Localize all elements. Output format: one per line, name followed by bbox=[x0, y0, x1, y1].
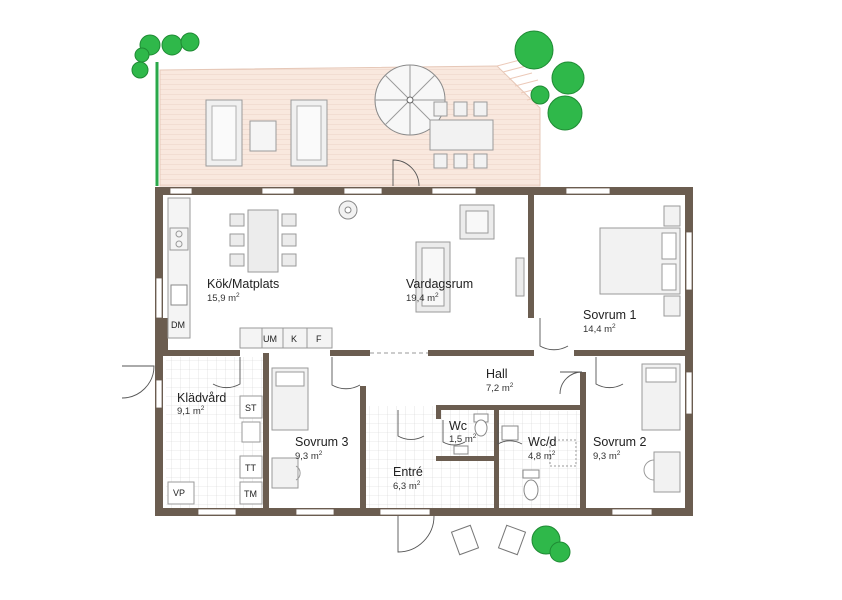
room-area: 9,3 m2 bbox=[593, 450, 621, 462]
terrace-door bbox=[392, 159, 420, 187]
living-furniture bbox=[415, 204, 525, 313]
room-name: Klädvård bbox=[177, 391, 226, 405]
room-sovrum1: Sovrum 1 14,4 m2 bbox=[583, 308, 637, 335]
outdoor-dining-set bbox=[429, 101, 494, 169]
room-area: 4,8 m2 bbox=[528, 450, 556, 462]
entrance-chairs bbox=[450, 524, 527, 556]
doors bbox=[121, 159, 624, 553]
toilet-icon bbox=[522, 469, 540, 501]
room-hall: Hall 7,2 m2 bbox=[486, 367, 514, 394]
fixture-dm-label: DM bbox=[171, 320, 185, 330]
room-name: Entré bbox=[393, 465, 423, 479]
exterior-door-kladvard bbox=[121, 365, 155, 399]
single-bed-sovrum2 bbox=[641, 363, 681, 493]
tree-icon bbox=[531, 525, 571, 563]
room-name: Sovrum 1 bbox=[583, 308, 637, 322]
tree-icon bbox=[131, 32, 200, 79]
parasol bbox=[374, 64, 446, 136]
room-kok: Kök/Matplats 15,9 m2 bbox=[207, 277, 279, 304]
room-area: 19,4 m2 bbox=[406, 292, 439, 304]
fixture-f-label: F bbox=[316, 334, 322, 344]
entrance-door bbox=[397, 515, 435, 553]
terrace bbox=[131, 30, 585, 187]
laundry-fixtures bbox=[167, 395, 263, 505]
room-kladvard: Klädvård 9,1 m2 bbox=[177, 391, 226, 417]
room-name: Kök/Matplats bbox=[207, 277, 279, 291]
fixture-st-label: ST bbox=[245, 403, 257, 413]
room-area: 7,2 m2 bbox=[486, 382, 514, 394]
fireplace-icon bbox=[338, 200, 358, 220]
sink-icon bbox=[501, 425, 519, 441]
room-name: Sovrum 2 bbox=[593, 435, 647, 449]
room-area: 9,1 m2 bbox=[177, 405, 205, 417]
kladvard-door bbox=[212, 357, 241, 388]
room-wc: Wc 1,5 m2 bbox=[449, 419, 477, 445]
room-area: 6,3 m2 bbox=[393, 480, 421, 492]
fixture-vp-label: VP bbox=[173, 488, 185, 498]
room-name: Vardagsrum bbox=[406, 277, 473, 291]
room-vardag: Vardagsrum 19,4 m2 bbox=[406, 277, 473, 304]
room-sovrum3: Sovrum 3 9,3 m2 bbox=[295, 435, 349, 462]
fixture-um-label: UM bbox=[263, 334, 277, 344]
sovrum1-door bbox=[539, 318, 569, 351]
windows bbox=[155, 187, 693, 516]
tree-icon bbox=[514, 30, 585, 131]
room-area: 14,4 m2 bbox=[583, 323, 616, 335]
room-name: Wc bbox=[449, 419, 467, 433]
fixture-tm-label: TM bbox=[244, 489, 257, 499]
double-bed bbox=[599, 205, 681, 317]
lounge-table bbox=[249, 120, 277, 152]
sovrum3-door bbox=[331, 357, 361, 390]
dining-table bbox=[229, 209, 297, 273]
sink-icon bbox=[453, 445, 469, 455]
room-area: 1,5 m2 bbox=[449, 433, 477, 445]
room-name: Sovrum 3 bbox=[295, 435, 349, 449]
fixture-tt-label: TT bbox=[245, 463, 256, 473]
sink-icon bbox=[170, 284, 188, 306]
toilet-icon bbox=[473, 413, 489, 437]
interior-walls bbox=[160, 194, 688, 509]
room-entre: Entré 6,3 m2 bbox=[393, 465, 423, 492]
single-bed-sovrum3 bbox=[271, 367, 309, 489]
room-sovrum2: Sovrum 2 9,3 m2 bbox=[593, 435, 647, 462]
room-area: 9,3 m2 bbox=[295, 450, 323, 462]
shower-area bbox=[549, 439, 577, 467]
room-name: Hall bbox=[486, 367, 508, 381]
room-name: Wc/d bbox=[528, 435, 557, 449]
hall-closet-door bbox=[559, 371, 583, 395]
fixture-k-label: K bbox=[291, 334, 297, 344]
stove-icon bbox=[169, 227, 189, 251]
room-wcd: Wc/d 4,8 m2 bbox=[528, 435, 557, 462]
room-area: 15,9 m2 bbox=[207, 292, 240, 304]
sovrum2-door bbox=[595, 357, 624, 388]
